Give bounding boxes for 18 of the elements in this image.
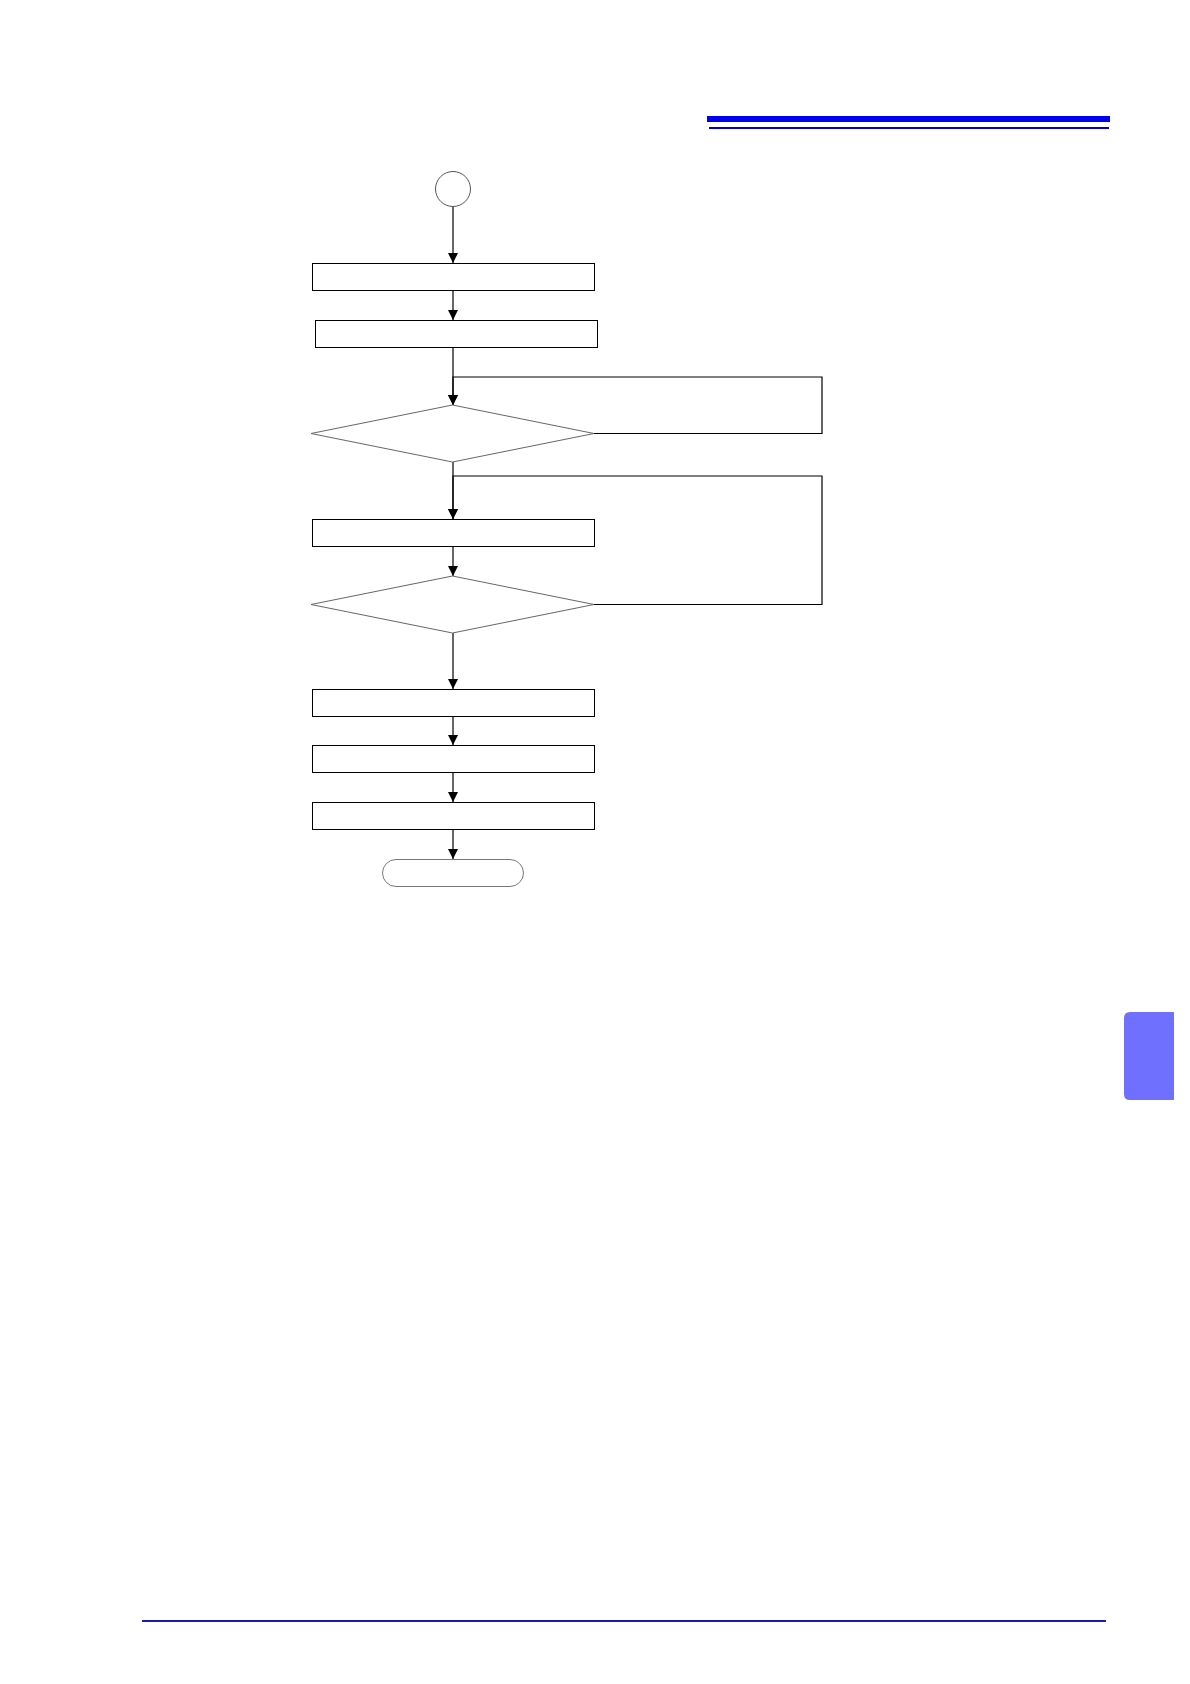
decision-diamond: [311, 576, 594, 633]
decision-diamond: [311, 405, 594, 462]
process-box: [315, 320, 598, 348]
process-box: [312, 519, 595, 547]
arrow: [448, 829, 458, 860]
arrow: [448, 475, 823, 606]
arrow: [448, 376, 823, 435]
process-box: [312, 263, 595, 291]
process-box: [312, 689, 595, 717]
process-box: [312, 802, 595, 830]
arrow: [448, 772, 458, 803]
arrow: [448, 546, 458, 577]
end-terminal: [382, 859, 524, 887]
arrow: [448, 206, 458, 264]
arrow: [448, 290, 458, 321]
arrow: [448, 632, 458, 690]
arrow: [448, 716, 458, 746]
process-box: [312, 745, 595, 773]
